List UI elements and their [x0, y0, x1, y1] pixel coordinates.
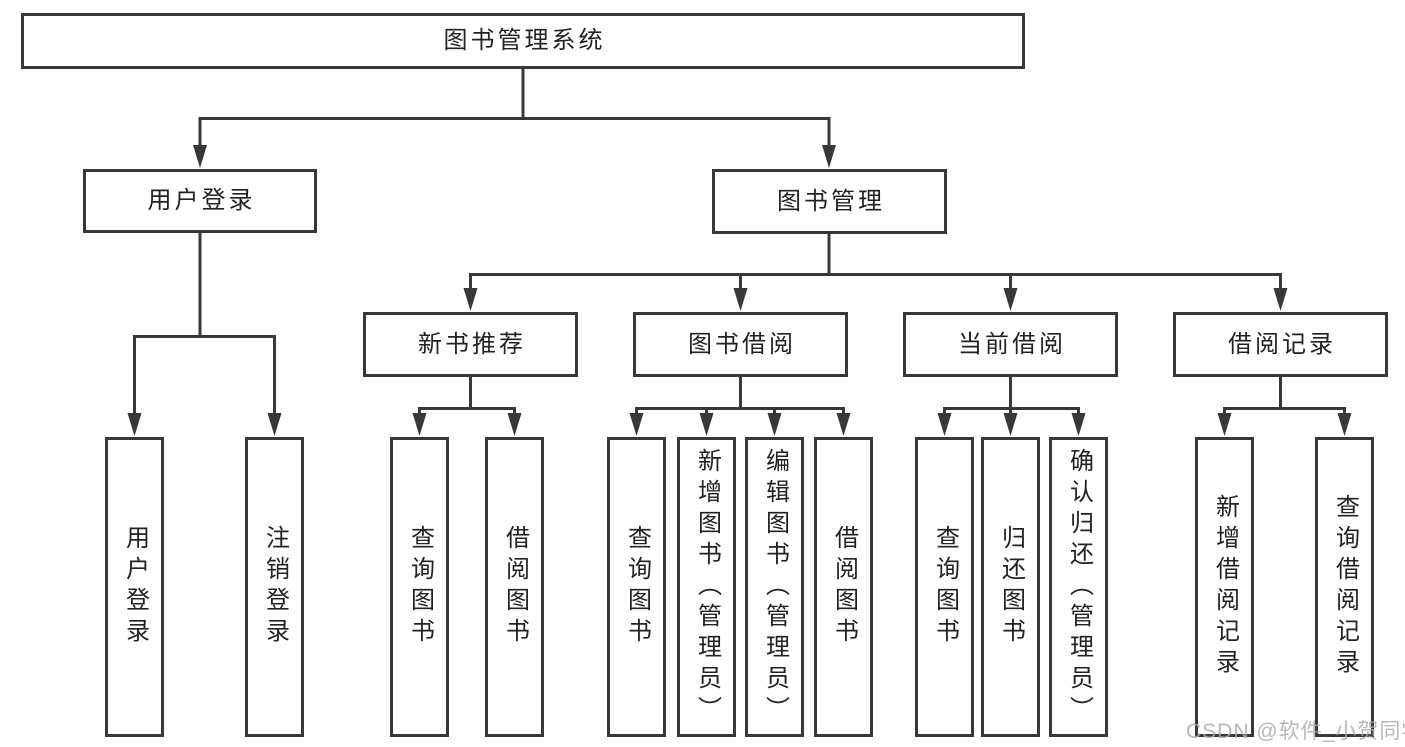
arrowhead-icon	[1337, 413, 1352, 436]
connector-records-to-leaves	[1217, 377, 1352, 436]
arrowhead-icon	[836, 413, 851, 436]
leaf-borrow-books: 借阅图书	[814, 437, 873, 737]
node-label: 图书借阅	[688, 330, 796, 358]
connector-borrowing-to-leaves	[629, 377, 851, 436]
leaf-confirm-return-admin: 确认归还（管理员）	[1049, 437, 1108, 737]
arrowhead-icon	[267, 413, 282, 436]
node-label: 图书管理系统	[443, 27, 606, 54]
connector-lines	[418, 377, 516, 416]
arrowhead-icon	[629, 413, 644, 436]
arrowhead-icon	[937, 413, 952, 436]
connector-lines	[943, 377, 1080, 416]
connector-lines	[133, 233, 276, 416]
arrowhead-icon	[767, 413, 782, 436]
arrowhead-icon	[193, 145, 207, 168]
leaf-logout: 注销登录	[245, 437, 304, 737]
arrowhead-icon	[507, 413, 522, 436]
leaf-label: 借阅图书	[501, 525, 529, 649]
connector-lines	[1223, 377, 1346, 416]
leaf-label: 查询图书	[623, 525, 651, 649]
arrowhead-icon	[463, 288, 478, 311]
leaf-label: 查询图书	[931, 525, 959, 649]
node-label: 用户登录	[147, 187, 256, 214]
connector-root-to-level2	[193, 68, 836, 168]
arrowhead-icon	[1003, 288, 1018, 311]
connector-current-to-leaves	[937, 377, 1086, 436]
node-book-management: 图书管理	[712, 169, 947, 234]
connector-management-to-level3	[463, 234, 1288, 311]
leaf-label: 查询图书	[406, 525, 434, 649]
leaf-edit-books-admin: 编辑图书（管理员）	[745, 437, 804, 737]
leaf-borrow-books: 借阅图书	[485, 437, 544, 737]
leaf-user-login: 用户登录	[105, 437, 164, 737]
leaf-label: 注销登录	[261, 525, 289, 649]
node-new-book-recommendation: 新书推荐	[363, 312, 578, 377]
arrowhead-icon	[1273, 288, 1288, 311]
leaf-label: 确认归还（管理员）	[1065, 447, 1093, 727]
leaf-query-borrow-record: 查询借阅记录	[1315, 437, 1374, 737]
leaf-query-books: 查询图书	[607, 437, 666, 737]
leaf-query-books: 查询图书	[915, 437, 974, 737]
node-library-management-system: 图书管理系统	[21, 13, 1025, 69]
arrowhead-icon	[1071, 413, 1086, 436]
leaf-query-books: 查询图书	[390, 437, 449, 737]
arrowhead-icon	[412, 413, 427, 436]
leaf-label: 新增借阅记录	[1211, 494, 1239, 680]
leaf-add-books-admin: 新增图书（管理员）	[677, 437, 736, 737]
connector-lines	[635, 377, 845, 416]
leaf-return-books: 归还图书	[981, 437, 1040, 737]
arrowhead-icon	[1003, 413, 1018, 436]
node-label: 当前借阅	[958, 330, 1066, 358]
leaf-label: 查询借阅记录	[1331, 494, 1359, 680]
node-label: 图书管理	[777, 187, 885, 215]
leaf-label: 归还图书	[997, 525, 1025, 649]
arrowhead-icon	[822, 145, 836, 168]
node-borrowing-records: 借阅记录	[1173, 312, 1388, 377]
connector-login-to-leaves	[127, 233, 282, 436]
connector-newbook-to-leaves	[412, 377, 522, 436]
node-current-borrowing: 当前借阅	[903, 312, 1118, 377]
leaf-label: 编辑图书（管理员）	[761, 447, 789, 727]
leaf-add-borrow-record: 新增借阅记录	[1195, 437, 1254, 737]
arrowhead-icon	[733, 288, 748, 311]
connector-lines	[198, 68, 831, 147]
node-user-login: 用户登录	[83, 169, 317, 233]
leaf-label: 借阅图书	[830, 525, 858, 649]
arrowhead-icon	[699, 413, 714, 436]
arrowhead-icon	[1217, 413, 1232, 436]
node-book-borrowing: 图书借阅	[633, 312, 848, 377]
arrowhead-icon	[127, 413, 142, 436]
node-label: 新书推荐	[418, 330, 526, 358]
csdn-watermark: CSDN @软件_小贺同学	[1186, 720, 1405, 743]
leaf-label: 新增图书（管理员）	[693, 447, 721, 727]
connector-lines	[469, 234, 1282, 292]
leaf-label: 用户登录	[121, 525, 149, 649]
node-label: 借阅记录	[1228, 330, 1336, 358]
